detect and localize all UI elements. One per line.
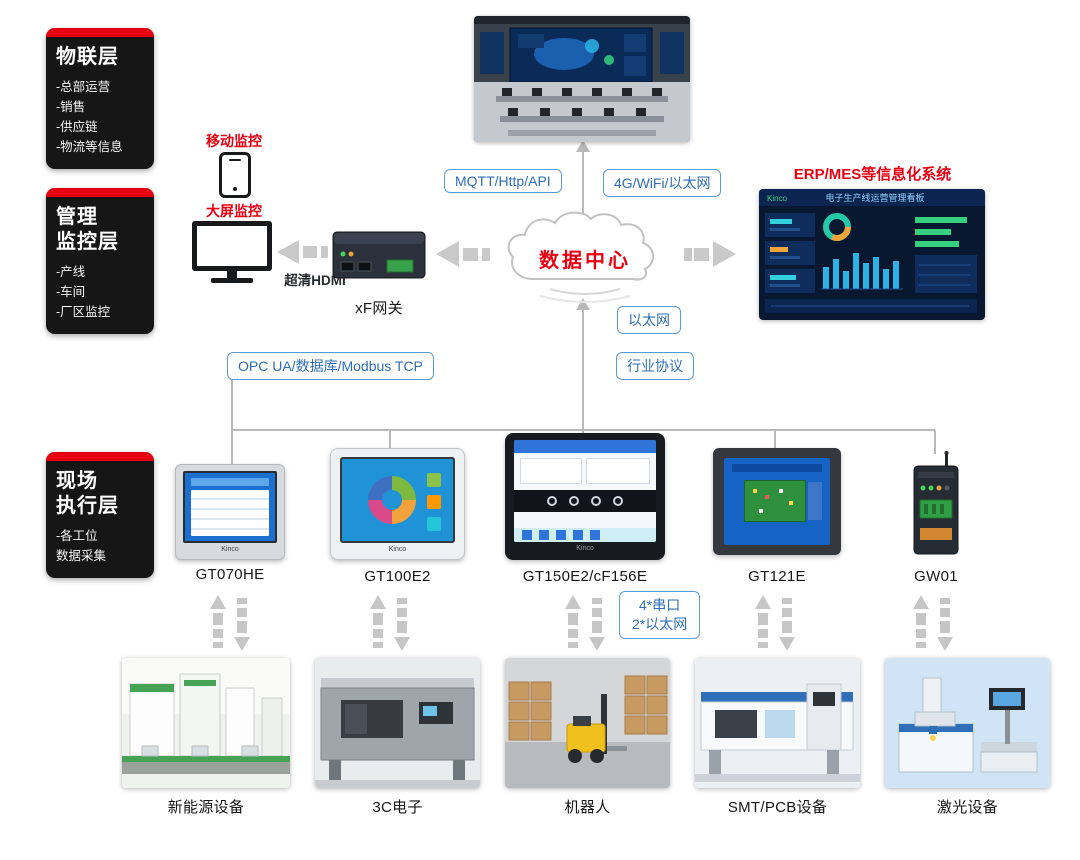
cloud-to-gateway-arrow (436, 241, 490, 267)
gt100e2-brand: Kinco (388, 546, 407, 553)
link-label-ethernet: 以太网 (617, 306, 681, 334)
layer-item: -厂区监控 (56, 305, 111, 319)
device-label-gt100e2: GT100E2 (364, 568, 431, 585)
phone-speaker (229, 159, 241, 161)
device-label-gt070he: GT070HE (195, 566, 265, 583)
gt100e2-screen (340, 457, 455, 543)
device-gt070he: Kinco (175, 464, 285, 560)
equipment-image-3c-electronics (315, 658, 480, 788)
link-label-mqtt: MQTT/Http/API (444, 169, 562, 193)
phone-icon (219, 152, 251, 198)
monitor-base (211, 278, 253, 283)
layer-accent-bar (46, 452, 154, 461)
layer-box-iot: 物联层 -总部运营 -销售 -供应链 -物流等信息 (46, 28, 154, 169)
layer-item: -各工位 (56, 529, 98, 543)
monitor-icon (192, 221, 272, 283)
serial-line-1: 4*串口 (639, 597, 681, 613)
layer-title: 执行层 (56, 495, 119, 517)
layer-accent-bar (46, 188, 154, 197)
device-label-gw01: GW01 (914, 568, 958, 585)
link-label-serial-ethernet: 4*串口 2*以太网 (619, 591, 701, 639)
gt150e2-brand: Kinco (576, 545, 594, 552)
erp-dashboard-image: Kinco 电子生产线运营管理看板 (759, 189, 985, 320)
layer-title: 现场 (56, 470, 98, 492)
monitoring-center-image (474, 16, 690, 142)
layer-item: -销售 (56, 100, 86, 114)
gt070he-screen (183, 471, 277, 543)
data-center-cloud (507, 211, 654, 303)
gateway-to-screen-arrow (277, 240, 328, 264)
layer-item: -车间 (56, 285, 86, 299)
layer-box-management: 管理 监控层 -产线 -车间 -厂区监控 (46, 188, 154, 334)
layer-item: 数据采集 (56, 549, 107, 563)
layer-item: -物流等信息 (56, 140, 123, 154)
layer-title: 物联层 (56, 46, 119, 68)
monitor-neck (227, 271, 237, 278)
layer-title: 管理 (56, 206, 98, 228)
device-equipment-arrows (210, 595, 953, 651)
phone-home-button (233, 187, 237, 191)
link-label-opcua: OPC UA/数据库/Modbus TCP (227, 352, 434, 380)
layer-item: -供应链 (56, 120, 98, 134)
data-center-label: 数据中心 (539, 250, 631, 272)
equipment-image-laser (885, 658, 1050, 788)
dashboard-title: 电子生产线运营管理看板 (825, 192, 924, 203)
layer-item: -产线 (56, 265, 86, 279)
cloud-shape (507, 211, 654, 281)
equipment-image-robot (505, 658, 670, 788)
monitor-screen (192, 221, 272, 271)
mobile-monitoring-label: 移动监控 (206, 133, 262, 149)
hdmi-label: 超清HDMI (284, 273, 346, 288)
link-label-4g-wifi: 4G/WiFi/以太网 (603, 169, 722, 197)
equipment-image-smt-pcb (695, 658, 860, 788)
bigscreen-monitoring-label: 大屏监控 (206, 203, 262, 219)
layer-accent-bar (46, 28, 154, 37)
xf-gateway-image (332, 231, 426, 279)
layer-box-field: 现场 执行层 -各工位 数据采集 (46, 452, 154, 578)
device-label-gt150e2: GT150E2/cF156E (522, 568, 648, 585)
cloud-to-erp-arrow (684, 241, 736, 267)
gt121e-screen (724, 458, 830, 545)
equipment-label-new-energy: 新能源设备 (167, 799, 245, 816)
xf-gateway-label: xF网关 (355, 300, 403, 317)
erp-mes-title: ERP/MES等信息化系统 (793, 166, 952, 183)
device-gt150e2: Kinco (505, 433, 665, 560)
device-gt100e2: Kinco (330, 448, 465, 560)
equipment-label-robot: 机器人 (564, 799, 611, 816)
layer-title: 监控层 (56, 231, 119, 253)
dashboard-brand: Kinco (767, 194, 788, 203)
device-label-gt121e: GT121E (748, 568, 806, 585)
gt150e2-screen (514, 440, 656, 542)
serial-line-2: 2*以太网 (632, 615, 688, 632)
layer-item: -总部运营 (56, 80, 111, 94)
equipment-label-3c: 3C电子 (372, 799, 423, 816)
equipment-label-smt-pcb: SMT/PCB设备 (727, 799, 828, 816)
device-gw01 (913, 451, 959, 555)
device-gt121e (713, 448, 841, 555)
gt070he-brand: Kinco (221, 546, 239, 553)
equipment-label-laser: 激光设备 (936, 799, 999, 816)
equipment-image-new-energy (122, 658, 290, 788)
link-label-industry-protocol: 行业协议 (616, 352, 694, 380)
